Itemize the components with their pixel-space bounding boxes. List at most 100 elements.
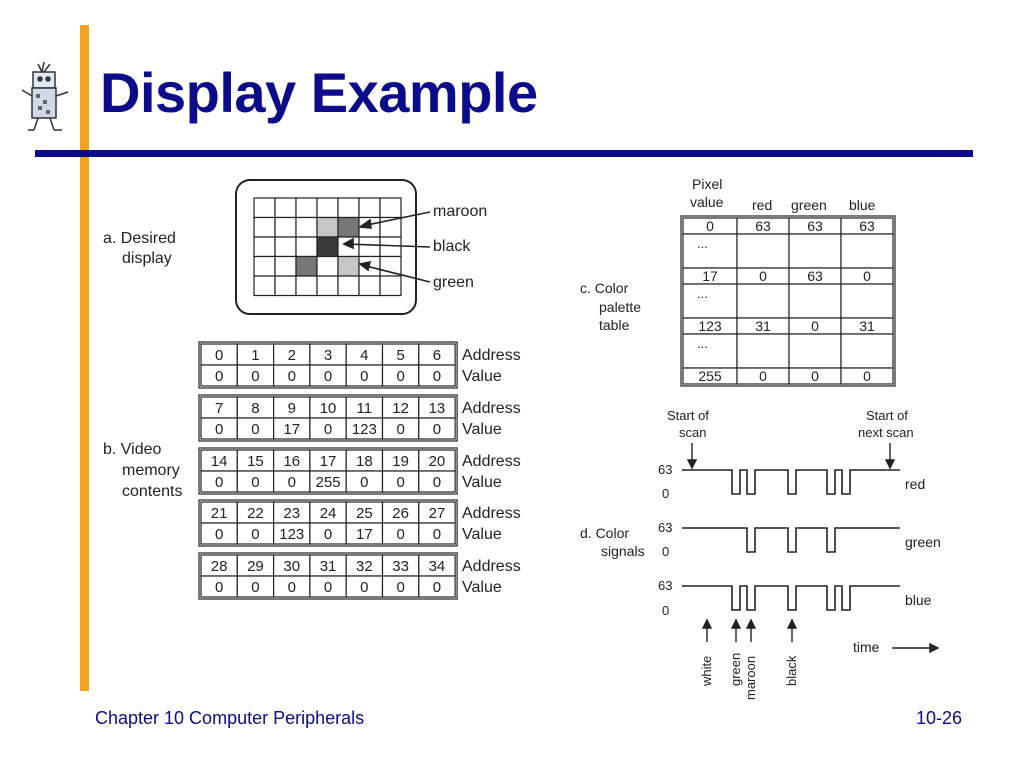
value-cell-text: 0 [215, 368, 223, 385]
value-cell [236, 575, 275, 598]
next-scan-arrowhead [884, 459, 896, 470]
address-cell-text: 12 [392, 400, 409, 417]
pixel-cell [253, 216, 276, 238]
address-cell [236, 554, 275, 577]
address-cell-text: 32 [356, 558, 373, 575]
address-cell-text: 14 [211, 453, 228, 470]
address-cell [381, 396, 420, 419]
palette-cell [736, 217, 790, 235]
value-cell [200, 575, 238, 598]
address-cell-text: 31 [320, 558, 337, 575]
palette-cell [840, 267, 894, 285]
robot-mascot-icon [21, 61, 69, 131]
callout-black-arrow [345, 243, 431, 248]
palette-cell-text: 0 [811, 318, 819, 334]
marker-black-arrowhead [786, 618, 798, 629]
palette-cell [736, 367, 790, 385]
value-cell-text: 17 [283, 421, 300, 438]
value-cell-text: 0 [251, 526, 259, 543]
address-cell [345, 396, 384, 419]
value-cell [273, 470, 311, 493]
callout-maroon: maroon [433, 203, 487, 220]
value-cell [309, 364, 347, 387]
palette-cell [736, 283, 790, 319]
palette-cell [788, 217, 842, 235]
value-cell-text: 0 [215, 579, 223, 596]
callout-green-arrow [361, 264, 431, 283]
pixel-cell [337, 236, 360, 258]
marker-white-label: white [699, 656, 714, 687]
address-cell [418, 449, 456, 472]
pixel-cell [316, 275, 339, 297]
value-cell [345, 575, 384, 598]
value-cell [200, 522, 238, 545]
callout-maroon-arrowhead [357, 218, 372, 229]
address-cell-text: 25 [356, 505, 373, 522]
pixel-cell [316, 236, 339, 258]
marker-black-label: black [784, 655, 799, 686]
address-cell [200, 396, 238, 419]
pixel-cell [316, 255, 339, 277]
address-cell-text: 3 [324, 347, 332, 364]
pixel-cell [253, 275, 276, 297]
value-cell [236, 417, 275, 440]
accent-vertical-bar [80, 25, 89, 691]
value-cell [273, 522, 311, 545]
palette-cell-text: 63 [807, 268, 823, 284]
pixel-cell [358, 275, 381, 297]
value-cell-text: 0 [251, 421, 259, 438]
value-cell-text: 0 [396, 526, 404, 543]
value-cell-text: 0 [360, 474, 368, 491]
palette-cell [840, 317, 894, 335]
title-underline-bar [35, 150, 973, 157]
value-cell [345, 417, 384, 440]
palette-cell-text: 0 [863, 368, 871, 384]
marker-green-label: green [728, 653, 743, 686]
value-row-label: Value [462, 526, 502, 543]
pixel-cell [358, 255, 381, 277]
marker-maroon-label: maroon [743, 656, 758, 700]
address-row-label: Address [462, 347, 521, 364]
palette-cell [788, 333, 842, 369]
palette-cell-text: 31 [859, 318, 875, 334]
value-cell-text: 0 [396, 368, 404, 385]
palette-cell [788, 233, 842, 269]
palette-cell [682, 267, 738, 285]
pixel-cell [379, 236, 402, 258]
address-cell [345, 501, 384, 524]
address-row-label: Address [462, 558, 521, 575]
address-cell-text: 0 [215, 347, 223, 364]
value-cell [236, 522, 275, 545]
palette-ellipsis: ... [697, 236, 708, 251]
address-cell-text: 16 [283, 453, 300, 470]
address-cell-text: 20 [429, 453, 446, 470]
palette-cell [736, 233, 790, 269]
value-cell-text: 0 [251, 368, 259, 385]
value-cell-text: 0 [251, 579, 259, 596]
address-cell-text: 34 [429, 558, 446, 575]
memory-block-frame [198, 394, 458, 442]
address-cell [273, 501, 311, 524]
address-cell [418, 554, 456, 577]
value-cell-text: 0 [396, 579, 404, 596]
palette-cell-text: 63 [859, 218, 875, 234]
value-cell-text: 0 [288, 368, 296, 385]
value-cell-text: 0 [324, 526, 332, 543]
palette-cell-text: 63 [755, 218, 771, 234]
pixel-cell [379, 275, 402, 297]
palette-header-pixel-1: Pixel [692, 176, 722, 192]
callout-green-arrowhead [358, 260, 372, 272]
palette-ellipsis: ... [697, 336, 708, 351]
pixel-cell [274, 197, 297, 219]
palette-table-frame [680, 215, 896, 387]
value-cell [418, 575, 456, 598]
pixel-cell [316, 216, 339, 238]
marker-green-arrowhead [730, 618, 742, 629]
address-cell-text: 26 [392, 505, 409, 522]
pixel-cell [379, 216, 402, 238]
red-signal-wave [682, 469, 900, 495]
slide-title: Display Example [100, 61, 538, 124]
pixel-cell [358, 197, 381, 219]
